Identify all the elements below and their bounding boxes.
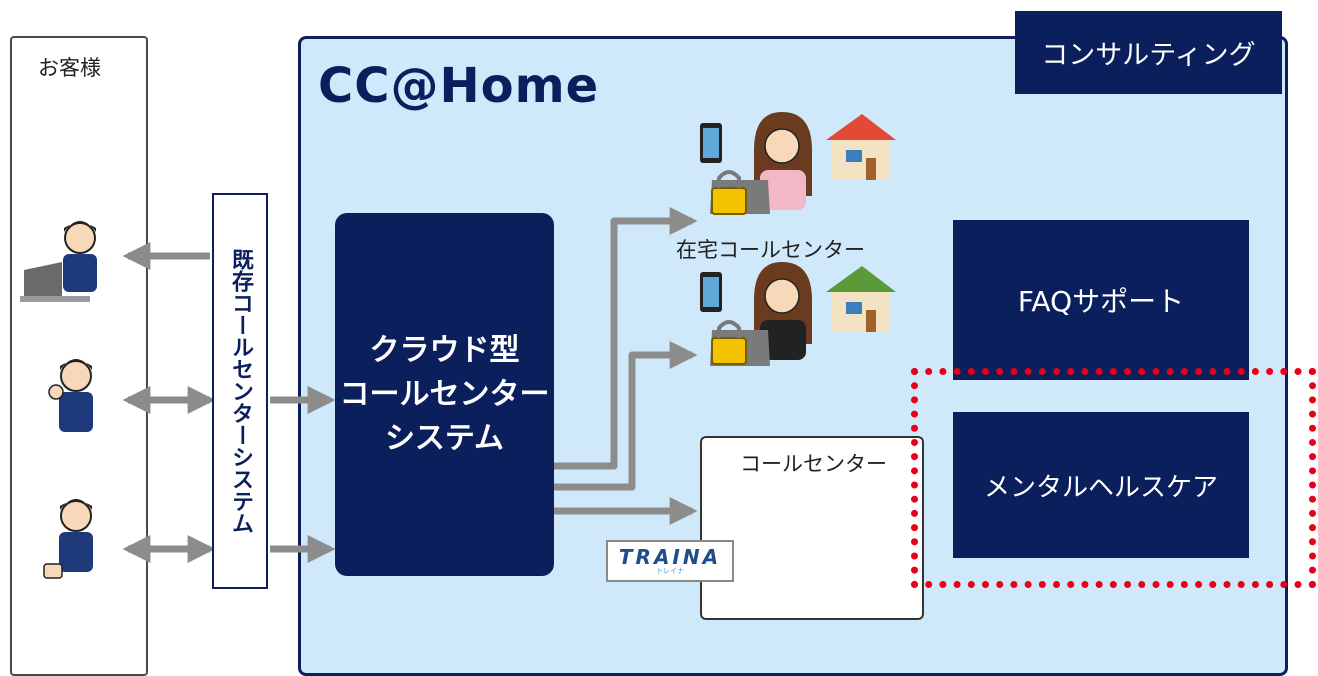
consulting-label: コンサルティング — [1041, 40, 1256, 71]
mental-health-label: メンタルヘルスケア — [983, 472, 1218, 503]
cloud-system-line-3: システム — [384, 420, 505, 456]
traina-logo-subtext: トレイナ — [656, 567, 684, 575]
highlight-frame — [911, 368, 1316, 588]
customer-mobile-icon — [43, 499, 93, 579]
customer-arrows — [122, 242, 336, 563]
cloud-system-line-2: コールセンター — [339, 376, 550, 412]
cloud-system-box: クラウド型 コールセンター システム — [335, 213, 554, 576]
routing-arrows — [554, 207, 698, 525]
customer-label: お客様 — [38, 56, 101, 80]
arrow-to-home-agent-2 — [554, 341, 698, 491]
home-agent-2 — [700, 262, 896, 366]
call-center-box — [700, 436, 924, 620]
home-call-center-label: 在宅コールセンター — [676, 238, 865, 262]
call-center-label: コールセンター — [740, 452, 887, 476]
cloud-system-line-1: クラウド型 — [369, 332, 520, 368]
faq-support-label: FAQサポート — [1017, 285, 1185, 318]
cc-home-title: CC@Home — [318, 58, 600, 114]
arrow-to-home-agent-1 — [554, 207, 698, 470]
traina-logo-text: TRAINA — [618, 545, 722, 569]
mental-health-box: メンタルヘルスケア — [953, 412, 1249, 558]
customer-phone-icon — [48, 359, 93, 432]
legacy-system-label: 既存コールセンターシステム — [228, 248, 253, 534]
consulting-box: コンサルティング — [1015, 11, 1282, 94]
traina-logo: TRAINA トレイナ — [606, 540, 734, 582]
customer-pc-icon — [20, 221, 97, 302]
home-agent-1 — [700, 112, 896, 215]
legacy-system-box: 既存コールセンターシステム — [212, 193, 268, 589]
faq-support-box: FAQサポート — [953, 220, 1249, 380]
